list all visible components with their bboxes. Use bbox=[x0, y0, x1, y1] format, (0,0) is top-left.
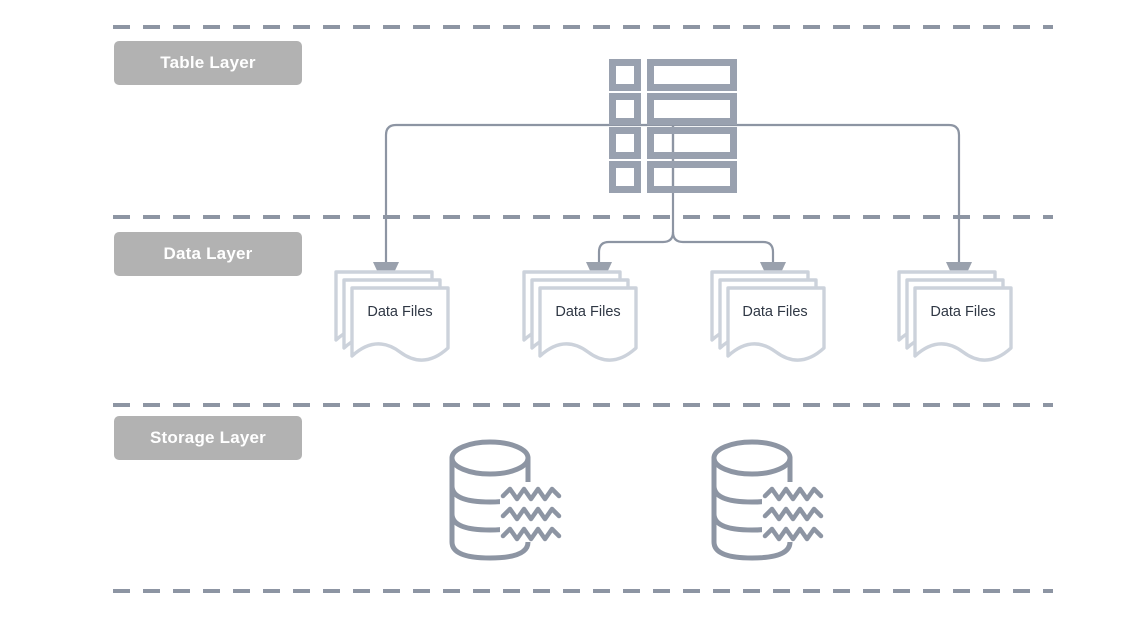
layer-label-table-text: Table Layer bbox=[160, 53, 256, 72]
divider-top bbox=[113, 25, 1053, 29]
layer-label-data-text: Data Layer bbox=[163, 244, 253, 263]
data-files-label-3: Data Files bbox=[742, 304, 808, 320]
divider-table-data bbox=[113, 215, 1053, 219]
arrowheads-group bbox=[373, 262, 972, 290]
connector-to-file-2 bbox=[597, 231, 675, 262]
connector-to-file-3 bbox=[671, 231, 775, 262]
table-icon bbox=[609, 59, 737, 193]
table-cell-check-1 bbox=[609, 59, 641, 91]
layer-label-storage: Storage Layer bbox=[114, 416, 302, 460]
table-cell-bar-4 bbox=[647, 161, 737, 193]
arrowhead-file-2 bbox=[586, 262, 612, 290]
divider-bottom bbox=[113, 589, 1053, 593]
data-files-label-1: Data Files bbox=[367, 304, 433, 320]
layer-label-table: Table Layer bbox=[114, 41, 302, 85]
connector-to-file-4 bbox=[671, 123, 961, 262]
divider-data-storage bbox=[113, 403, 1053, 407]
arrowhead-file-3 bbox=[760, 262, 786, 290]
connector-to-file-1 bbox=[384, 123, 675, 262]
layer-label-data: Data Layer bbox=[114, 232, 302, 276]
database-storage-icon-2 bbox=[714, 442, 828, 558]
arrowhead-file-4 bbox=[946, 262, 972, 290]
arrowhead-file-1 bbox=[373, 262, 399, 290]
table-cell-bar-3 bbox=[647, 127, 737, 159]
layer-label-storage-text: Storage Layer bbox=[150, 428, 266, 447]
data-files-label-4: Data Files bbox=[930, 304, 996, 320]
table-cell-bar-2 bbox=[647, 93, 737, 125]
data-files-label-2: Data Files bbox=[555, 304, 621, 320]
table-cell-check-4 bbox=[609, 161, 641, 193]
database-storage-icon-1 bbox=[452, 442, 566, 558]
table-cell-check-3 bbox=[609, 127, 641, 159]
table-cell-bar-1 bbox=[647, 59, 737, 91]
table-cell-check-2 bbox=[609, 93, 641, 125]
